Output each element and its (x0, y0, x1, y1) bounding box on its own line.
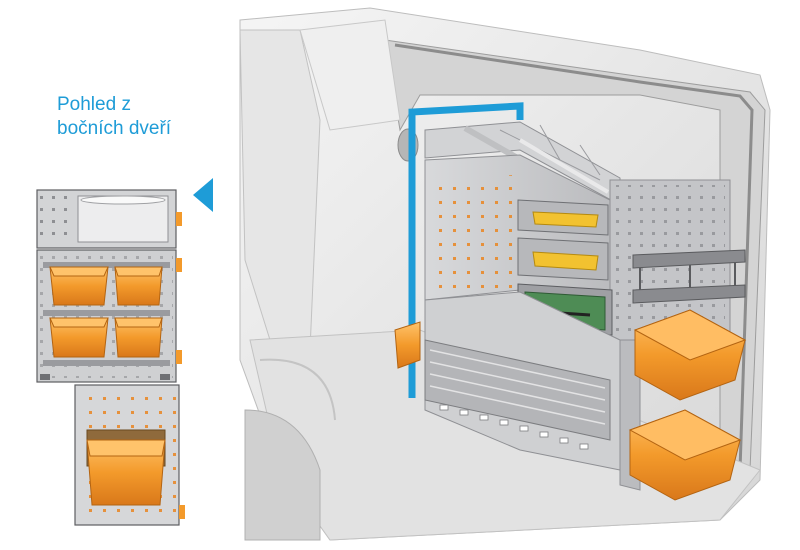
drawer-2 (517, 237, 609, 281)
side-bin-bottom-left (49, 317, 109, 358)
highlight-marker (408, 102, 524, 398)
van-bin-upper (633, 309, 747, 401)
side-view-unit (36, 189, 185, 526)
side-bin-top-left (49, 266, 109, 306)
drawer-1 (517, 199, 609, 236)
view-caption: Pohled z bočních dveří (57, 93, 227, 141)
side-bin-large (86, 429, 166, 506)
view-caption-line-1: Pohled z (57, 94, 131, 115)
triangle-left-icon (193, 178, 213, 212)
view-caption-line-2: bočních dveří (57, 118, 172, 139)
van-shelving-unit (394, 121, 746, 491)
van-bin-lower (628, 409, 742, 501)
side-bin-top-right (114, 266, 163, 306)
side-bin-bottom-right (114, 317, 163, 358)
